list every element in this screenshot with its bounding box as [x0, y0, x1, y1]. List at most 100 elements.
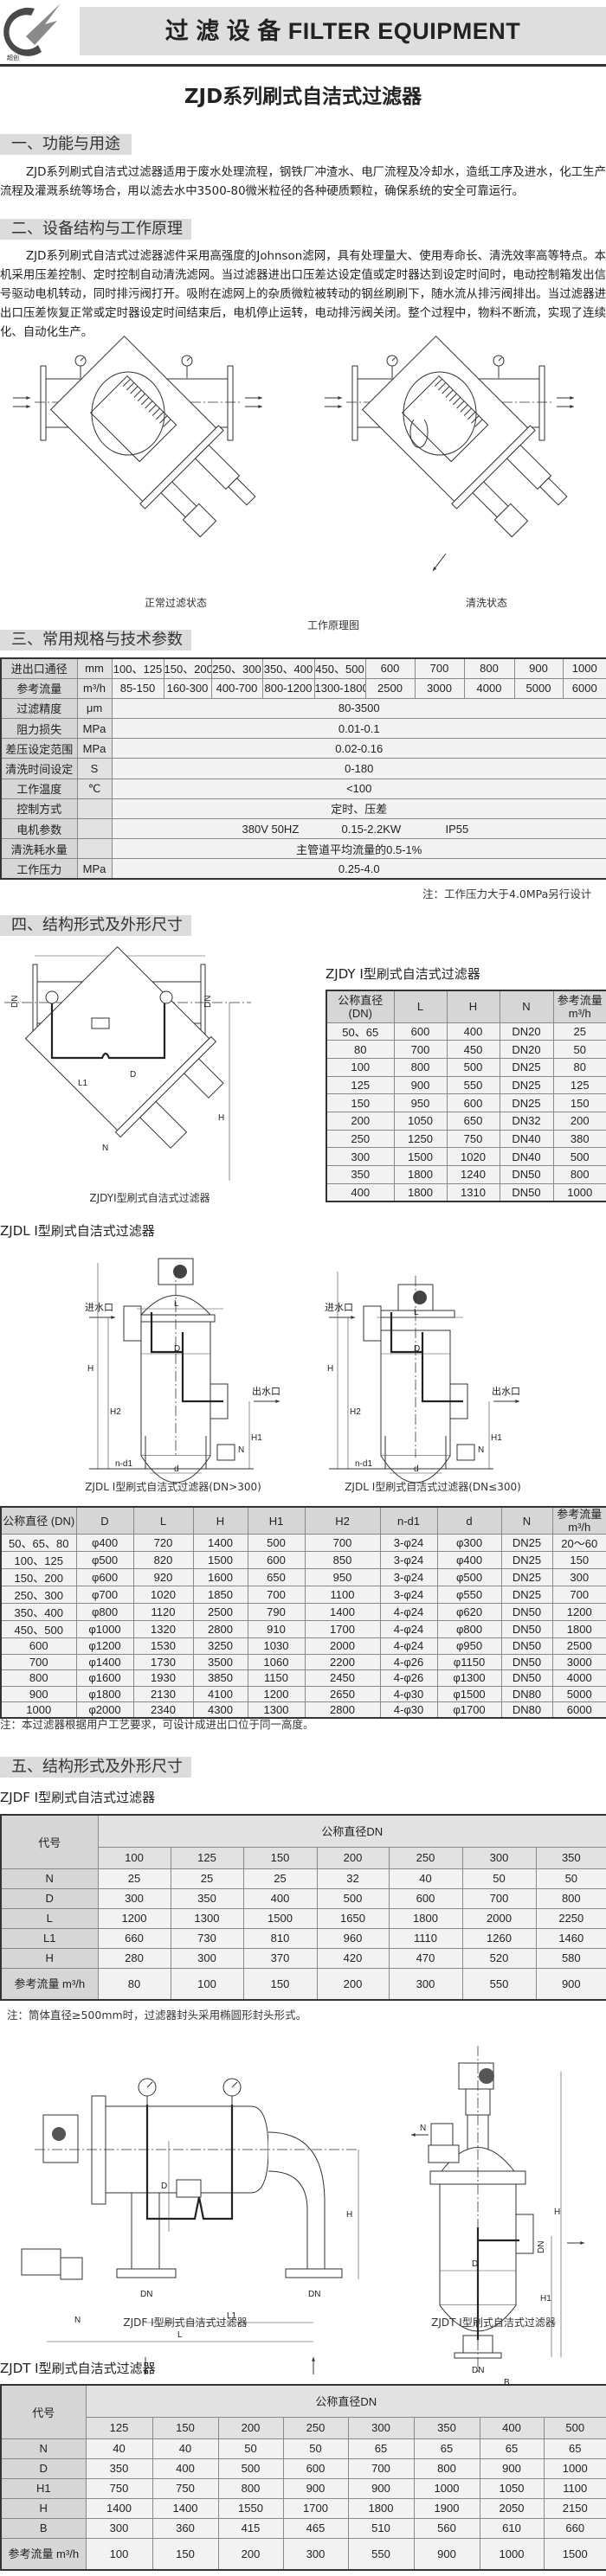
dn-header: 300: [347, 2416, 415, 2439]
cell: φ1500: [436, 1685, 502, 1703]
inlet-label: 进水口: [85, 1302, 113, 1313]
dn-header: 350: [535, 1846, 606, 1869]
zjdy-diagram: LHDNDNL1DN: [4, 945, 251, 1181]
cell: 3000: [551, 1653, 606, 1671]
dimension-label: D: [174, 1344, 180, 1354]
cell: 50、65: [326, 1022, 395, 1041]
dn-header: 125: [170, 1846, 244, 1869]
cell: DN50: [500, 1669, 553, 1687]
dimension-label: D: [472, 2259, 478, 2269]
screen-hatch: [448, 393, 457, 401]
cell: 4-φ30: [379, 1701, 438, 1719]
cell: 1400: [85, 2497, 153, 2519]
screen-hatch: [159, 415, 168, 424]
inlet-nozzle: [131, 2192, 160, 2270]
normal-state-diagram: [13, 335, 262, 538]
cell: 80: [552, 1057, 606, 1077]
dimension-label: B: [504, 2378, 510, 2387]
gauge-needle: [80, 357, 84, 362]
cell: 550: [461, 1967, 537, 2001]
gauge-needle: [498, 357, 502, 362]
value-cell: 6000: [562, 677, 606, 699]
cell: 550: [347, 2537, 415, 2571]
section-heading-structure: 二、设备结构与工作原理: [0, 219, 191, 240]
arrow-head: [338, 405, 342, 408]
cell: 1300: [247, 1701, 306, 1719]
gauge-needle: [186, 357, 190, 362]
valve-actuator: [182, 503, 217, 538]
cell: DN50: [500, 1637, 553, 1655]
dimension-label: H1: [251, 1433, 262, 1443]
cell: 600: [446, 1093, 500, 1112]
arrow-head: [351, 1316, 355, 1319]
cell: 900: [413, 2537, 480, 2571]
cell: 1100: [304, 1586, 381, 1604]
differential-pressure-line: [390, 1312, 463, 1403]
cell: φ1000: [75, 1620, 134, 1638]
cell: 420: [316, 1947, 390, 1969]
dimension-label: DN: [537, 2241, 546, 2253]
cell: 1530: [132, 1637, 194, 1655]
row-label: 进出口通径: [0, 657, 78, 679]
cell: 1240: [446, 1165, 500, 1184]
unit-cell: S: [76, 758, 113, 779]
cell: 2500: [551, 1637, 606, 1655]
cell: 1400: [192, 1534, 248, 1552]
screen-hatch: [474, 419, 483, 427]
cell: 750: [152, 2477, 219, 2499]
code-cell: B: [0, 2517, 87, 2539]
dn-header: 350: [413, 2416, 480, 2439]
code-cell: H: [0, 2497, 87, 2519]
dimension-label: H: [346, 2210, 352, 2220]
column-header: H: [446, 990, 500, 1023]
dimension-label: DN: [140, 2290, 152, 2299]
value-cell: 5000: [513, 677, 564, 699]
cell: 900: [479, 2457, 545, 2479]
zjdf-note: 注：筒体直径≥500mm时，过滤器封头采用椭圆形封头形式。: [7, 2009, 307, 2022]
cell: 500: [552, 1147, 606, 1166]
arrow-head: [26, 405, 30, 408]
motor-fan: [539, 477, 568, 506]
dimension-label: H1: [491, 1433, 502, 1443]
screen-hatch: [452, 397, 461, 406]
cell: 1050: [393, 1111, 448, 1131]
dimension-label: D: [130, 1070, 136, 1080]
row-label: 差压设定范围: [0, 738, 78, 759]
cell: 40: [152, 2438, 219, 2459]
column-header: H: [192, 1506, 248, 1535]
value-cell: 1300-1800: [313, 677, 366, 699]
arrow-head: [26, 396, 30, 400]
cell: 470: [388, 1947, 463, 1969]
cell: 1800: [393, 1165, 448, 1184]
row-label: 阻力损失: [0, 718, 78, 740]
cell: φ1700: [436, 1701, 502, 1719]
dimension-label: N: [420, 2124, 426, 2133]
cell: 800: [413, 2457, 480, 2479]
cell: 2000: [304, 1637, 381, 1655]
cell: 3500: [192, 1653, 248, 1671]
cell: 380: [552, 1129, 606, 1149]
code-cell: H: [0, 1947, 99, 1969]
cell: 350: [85, 2457, 153, 2479]
cell: 1120: [132, 1603, 194, 1621]
cell: 80: [326, 1040, 395, 1059]
cell: 2200: [304, 1653, 381, 1671]
cell: φ2000: [75, 1701, 134, 1719]
outlet-label: 出水口: [492, 1385, 520, 1397]
cell: DN25: [499, 1093, 554, 1112]
cell: 750: [85, 2477, 153, 2499]
cell: 800: [393, 1057, 448, 1077]
unit-cell: mm: [76, 657, 113, 679]
motor-fan: [228, 477, 256, 506]
